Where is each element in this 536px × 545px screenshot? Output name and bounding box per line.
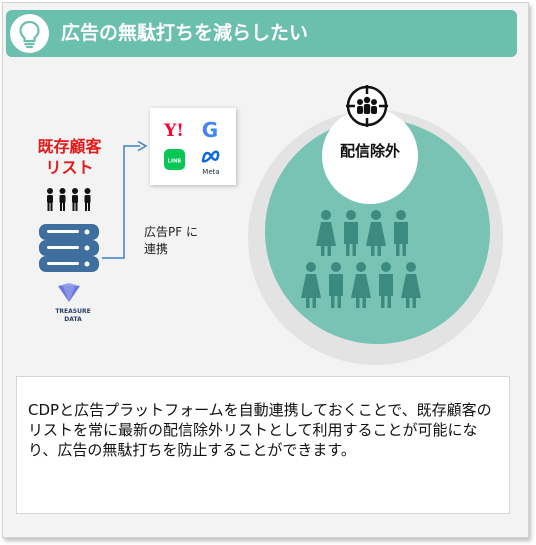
person-icon	[301, 262, 321, 308]
description-box	[16, 376, 510, 514]
exclusion-label: 配信除外	[339, 142, 400, 160]
ad-platforms-box: Y! G LINE Meta	[150, 108, 236, 185]
line-logo-icon: LINE	[164, 149, 185, 170]
database-icon	[39, 224, 99, 272]
lightbulb-icon	[10, 14, 49, 53]
yahoo-logo-icon: Y!	[163, 121, 184, 141]
treasure-data-wordmark: TREASURE DATA	[55, 308, 91, 323]
list-label-line2: リスト	[45, 158, 94, 177]
list-label-line1: 既存顧客	[37, 137, 102, 156]
meta-logo-icon: Meta	[201, 150, 220, 176]
person-icon	[366, 210, 386, 256]
person-icon	[379, 262, 393, 308]
description-text: CDPと広告プラットフォームを自動連携しておくことで、既存顧客のリストを常に最新…	[28, 401, 492, 459]
header-banner: 広告の無駄打ちを減らしたい	[6, 10, 517, 57]
target-exclusion-icon	[346, 85, 388, 127]
integration-label: 広告PF に 連携	[144, 225, 198, 256]
person-icon	[316, 210, 336, 256]
audience-crowd	[301, 210, 421, 308]
google-logo-icon: G	[202, 118, 218, 142]
svg-text:LINE: LINE	[168, 159, 182, 165]
svg-text:Y!: Y!	[163, 121, 184, 141]
person-icon	[351, 262, 371, 308]
existing-customer-list-label: 既存顧客 リスト	[32, 136, 107, 178]
svg-text:Meta: Meta	[202, 168, 219, 176]
customer-group-icon	[47, 188, 91, 211]
person-icon	[394, 210, 408, 256]
person-icon	[344, 210, 358, 256]
person-icon	[329, 262, 343, 308]
integration-arrow	[102, 140, 148, 259]
page-title: 広告の無駄打ちを減らしたい	[61, 22, 309, 44]
svg-text:G: G	[202, 118, 218, 142]
person-icon	[401, 262, 421, 308]
treasure-data-logo	[58, 283, 80, 302]
